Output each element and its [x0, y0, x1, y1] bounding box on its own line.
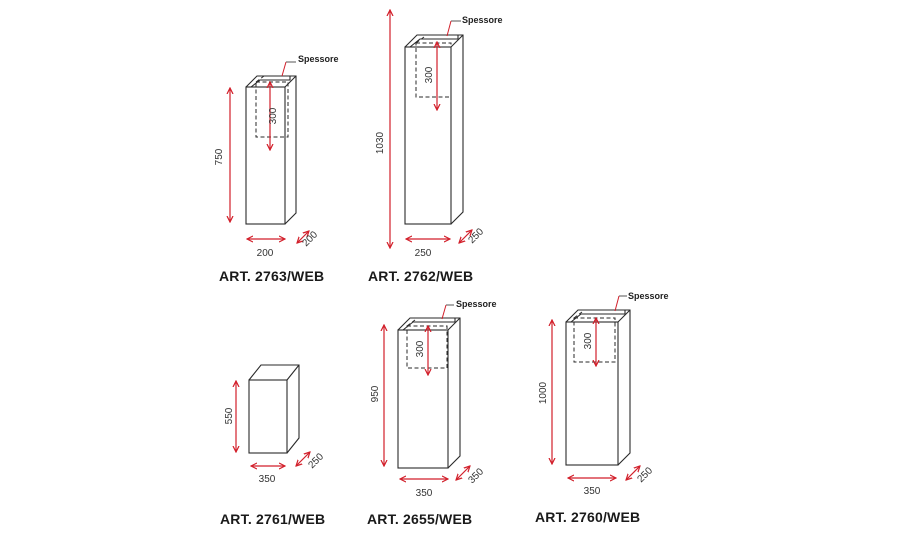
inner-well — [255, 75, 289, 138]
depth-arrow — [296, 452, 310, 466]
spessore-label: Spessore — [456, 299, 497, 309]
depth-arrow — [626, 466, 640, 480]
article-label-2655: ART. 2655/WEB — [367, 511, 473, 527]
spessore-callout: Spessore — [614, 291, 669, 312]
column-body — [248, 364, 300, 454]
spessore-callout: Spessore — [281, 54, 339, 77]
spessore-label: Spessore — [462, 15, 503, 25]
height-label: 950 — [370, 385, 381, 402]
column-2763: Spessore 300 750 200 200 — [214, 54, 339, 259]
spessore-callout: Spessore — [441, 299, 497, 320]
inner-well — [406, 319, 448, 369]
spessore-callout: Spessore — [446, 15, 503, 37]
height-label: 550 — [224, 407, 235, 424]
article-label-2761: ART. 2761/WEB — [220, 511, 326, 527]
column-2761: 550 350 250 — [224, 364, 326, 485]
depth-label: 250 — [466, 226, 486, 246]
width-label: 250 — [415, 248, 432, 259]
spessore-label: Spessore — [628, 291, 669, 301]
column-2655: Spessore 300 950 350 350 — [370, 299, 497, 499]
inner-depth-label: 300 — [268, 107, 279, 124]
height-label: 1000 — [538, 381, 549, 404]
inner-depth-label: 300 — [583, 332, 594, 349]
depth-arrow — [297, 231, 309, 243]
column-2762: Spessore 300 1030 250 250 — [375, 10, 503, 259]
column-2760: Spessore 300 1000 350 250 — [538, 291, 669, 497]
column-body — [565, 309, 631, 466]
depth-arrow — [459, 230, 472, 243]
width-label: 350 — [416, 488, 433, 499]
column-body — [404, 34, 464, 225]
depth-arrow — [456, 466, 470, 480]
depth-label: 250 — [306, 451, 326, 471]
spessore-label: Spessore — [298, 54, 339, 64]
width-label: 200 — [257, 248, 274, 259]
article-label-2762: ART. 2762/WEB — [368, 268, 474, 284]
column-body — [245, 75, 297, 225]
inner-depth-label: 300 — [424, 66, 435, 83]
width-label: 350 — [584, 486, 601, 497]
depth-label: 200 — [300, 229, 320, 249]
inner-depth-label: 300 — [415, 340, 426, 357]
height-label: 1030 — [375, 131, 386, 154]
inner-well — [573, 311, 616, 363]
height-label: 750 — [214, 148, 225, 165]
article-label-2763: ART. 2763/WEB — [219, 268, 325, 284]
depth-label: 350 — [466, 466, 486, 486]
width-label: 350 — [259, 474, 276, 485]
article-label-2760: ART. 2760/WEB — [535, 509, 641, 525]
